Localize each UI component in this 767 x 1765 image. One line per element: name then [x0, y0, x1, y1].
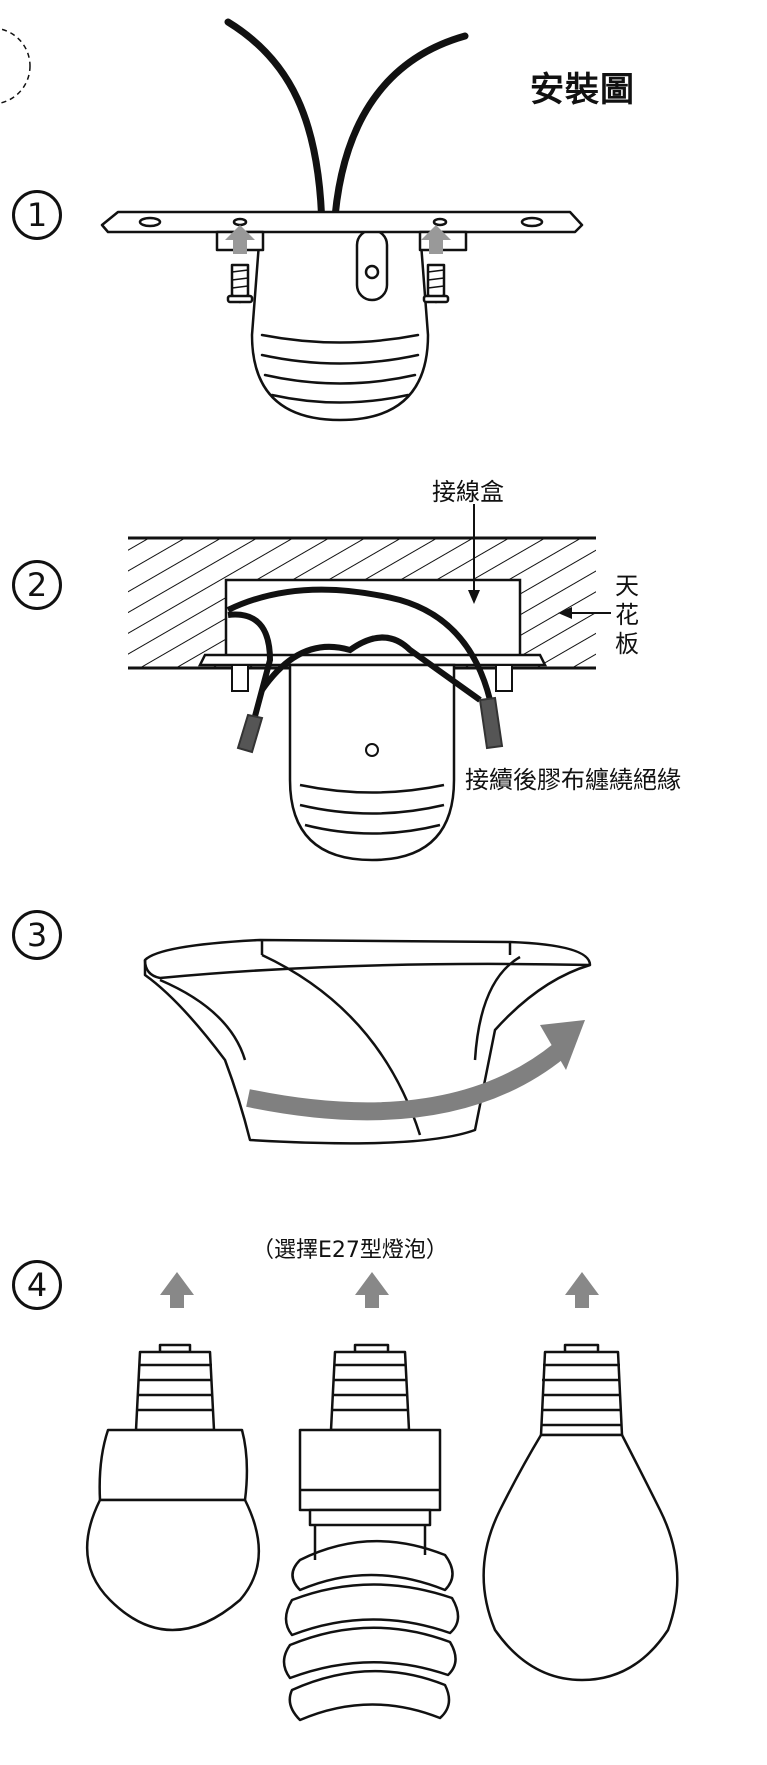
label-bulb-type-note: （選擇E27型燈泡）	[252, 1238, 448, 1263]
up-arrow-right-screw	[421, 225, 451, 254]
label-insulate: 接續後膠布纏繞絕緣	[465, 766, 681, 794]
bulb-globe	[85, 1343, 261, 1632]
step1-illustration	[100, 18, 584, 422]
up-arrow-left-screw	[225, 225, 255, 254]
tape-left	[236, 713, 264, 754]
step-badge-4: 4	[12, 1260, 62, 1310]
step-badge-2: 2	[12, 560, 62, 610]
step3-curved-arrow	[246, 1020, 585, 1121]
step-badge-3: 3	[12, 910, 62, 960]
tape-right	[478, 696, 504, 750]
bulb-a-type	[482, 1343, 679, 1682]
wire-left	[224, 18, 326, 234]
bulb-spiral	[282, 1343, 460, 1722]
junction-box-arrow	[468, 590, 480, 604]
step1-up-arrows	[225, 225, 451, 254]
socket-step2	[288, 663, 456, 862]
page-title: 安裝圖	[530, 70, 635, 110]
dashed-circle-mark	[0, 28, 31, 104]
step4-up-arrows	[160, 1272, 599, 1308]
step-number-1: 1	[26, 196, 48, 234]
screw-right	[422, 263, 450, 304]
mounting-bracket	[100, 210, 584, 234]
ceiling-arrow	[558, 607, 572, 619]
wire-right	[330, 32, 469, 234]
screw-left	[226, 263, 254, 304]
step2-illustration	[128, 504, 611, 862]
wire-a	[226, 586, 493, 701]
step-number-4: 4	[26, 1266, 48, 1304]
label-junction-box: 接線盒	[432, 478, 504, 506]
bracket-step2	[197, 653, 548, 667]
step-number-2: 2	[26, 566, 48, 604]
step-badge-1: 1	[12, 190, 62, 240]
step-number-3: 3	[26, 916, 48, 954]
socket-body	[250, 228, 430, 422]
label-ceiling: 天花板	[615, 572, 639, 658]
wire-b	[259, 634, 482, 703]
